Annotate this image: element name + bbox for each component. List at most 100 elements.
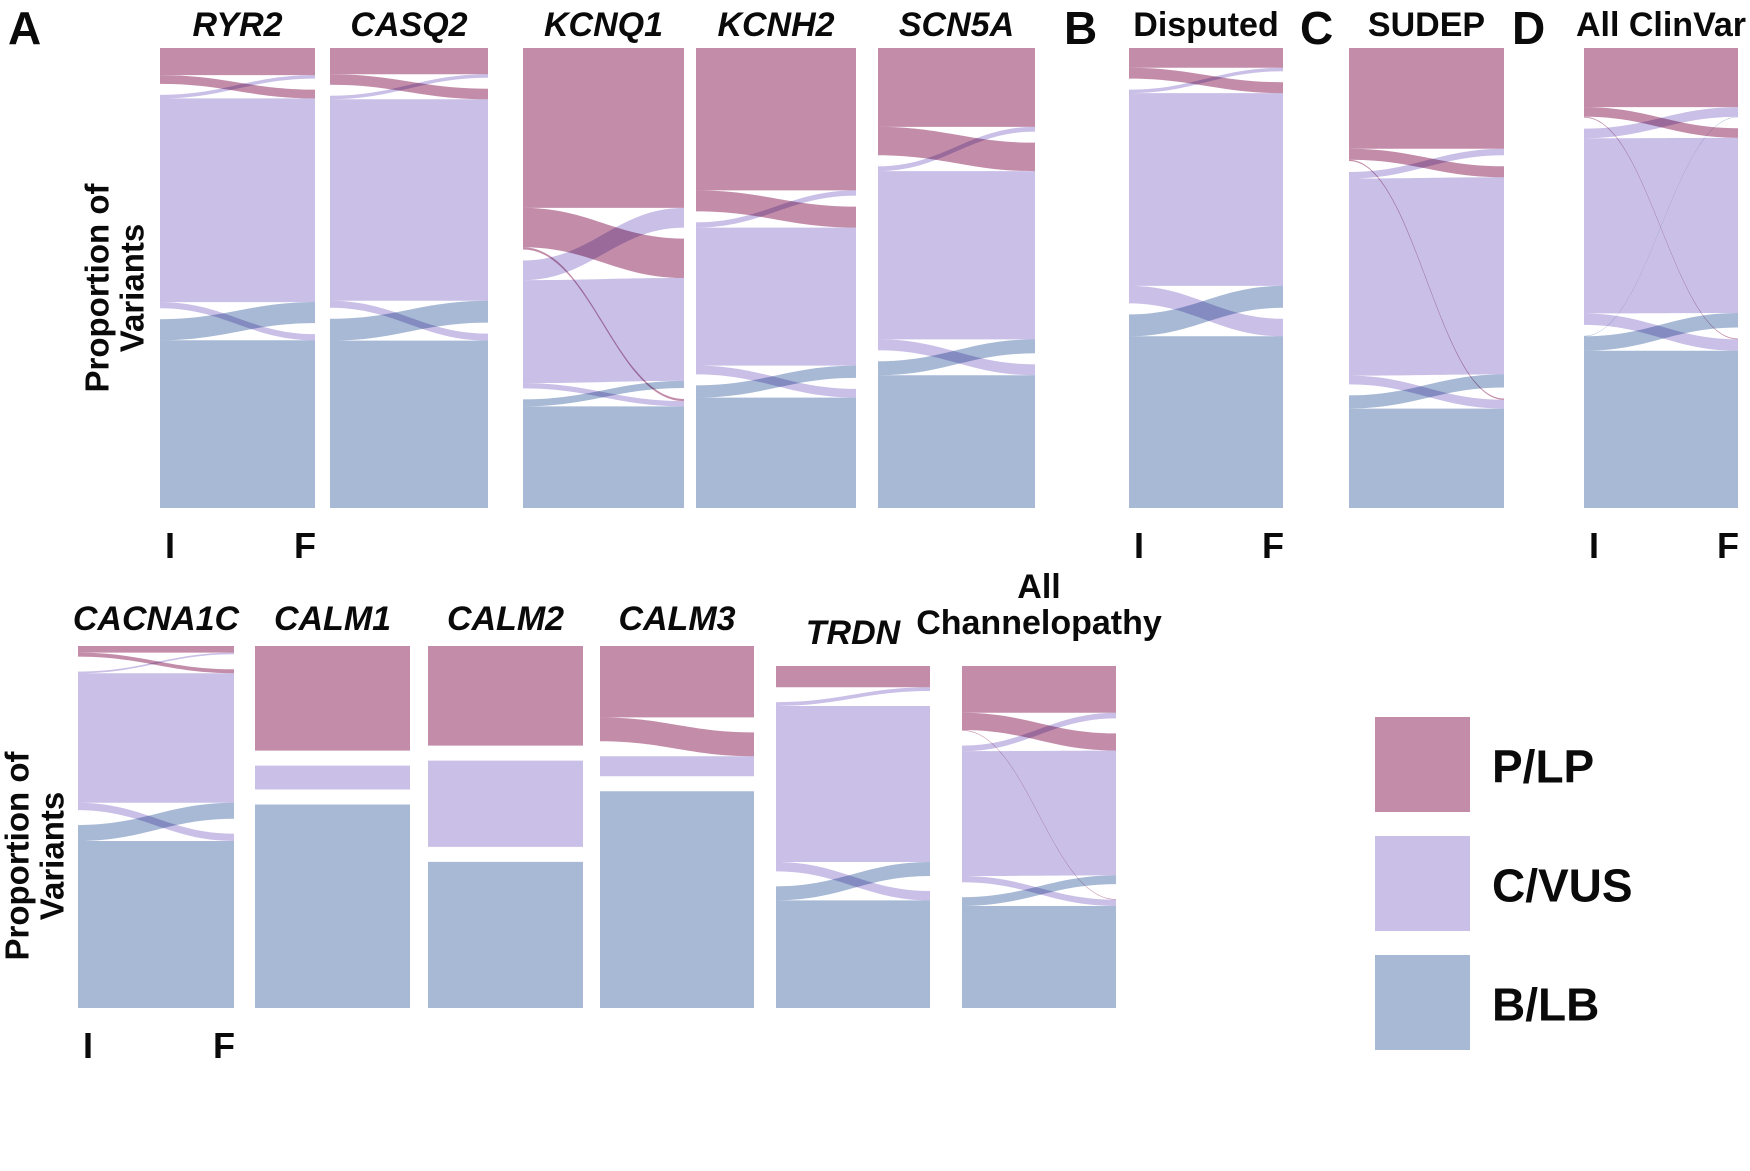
legend-swatch-P <box>1375 717 1470 812</box>
flow-C-to-P <box>160 75 315 99</box>
flow-B-to-B <box>600 791 754 1008</box>
panel-KCNQ1: KCNQ1 <box>523 6 684 508</box>
tick-label-initial: I <box>83 1025 93 1066</box>
flow-P-to-P <box>523 48 684 208</box>
tick-label-final: F <box>213 1025 235 1066</box>
panel-letter-C: C <box>1300 2 1333 54</box>
flow-C-to-P <box>523 207 684 281</box>
panel-title: KCNH2 <box>717 6 834 44</box>
flow-C-to-C <box>1349 177 1504 376</box>
panel-title: SCN5A <box>899 6 1014 44</box>
flow-B-to-B <box>255 804 410 1008</box>
flow-C-to-B <box>776 861 930 901</box>
flow-B-to-B <box>78 841 234 1008</box>
flow-C-to-C <box>428 760 583 847</box>
flow-P-to-B <box>523 247 684 402</box>
flow-C-to-P <box>962 712 1116 752</box>
flow-C-to-C <box>160 98 315 303</box>
legend-swatch-C <box>1375 836 1470 931</box>
panel-title: RYR2 <box>192 6 282 44</box>
flow-B-to-B <box>776 900 930 1008</box>
flow-P-to-P <box>962 666 1116 713</box>
flow-P-to-P <box>78 646 234 653</box>
flow-C-to-B <box>696 365 856 398</box>
flow-C-to-P <box>696 190 856 228</box>
tick-label-final: F <box>1717 525 1739 566</box>
flow-C-to-P <box>78 652 234 674</box>
flow-B-to-P <box>1584 116 1738 337</box>
flow-P-to-B <box>962 729 1116 900</box>
flow-C-to-P <box>776 687 930 706</box>
flow-B-to-B <box>160 340 315 508</box>
panel-title: CACNA1C <box>73 600 240 638</box>
panel-CALM3: CALM3 <box>600 600 754 1008</box>
panel-title: All ClinVar <box>1576 6 1746 44</box>
panel-title: SUDEP <box>1368 6 1485 44</box>
flow-C-to-P <box>330 74 488 100</box>
flow-P-to-B <box>1349 159 1504 400</box>
flow-C-to-B <box>78 802 234 842</box>
panel-title: CASQ2 <box>350 6 467 44</box>
panel-letter-A: A <box>8 2 41 54</box>
flow-B-to-B <box>1349 408 1504 508</box>
flow-C-to-B <box>523 383 684 407</box>
flow-C-to-P <box>1129 67 1283 94</box>
flow-C-to-C <box>878 171 1035 340</box>
flow-P-to-B <box>1584 116 1738 340</box>
panel-TRDN: TRDN <box>776 614 930 1008</box>
flow-B-to-B <box>1584 350 1738 508</box>
tick-label-initial: I <box>1589 525 1599 566</box>
y-axis-label-line: Proportion of <box>0 751 36 961</box>
legend: P/LP C/VUS B/LB <box>1375 717 1633 1050</box>
legend-label-B: B/LB <box>1492 979 1599 1031</box>
panel-CALM2: CALM2 <box>428 600 583 1008</box>
flow-P-to-C <box>600 717 754 757</box>
flow-B-to-B <box>428 861 583 1008</box>
y-axis-label-line: Variants <box>114 224 151 352</box>
panel-letter-D: D <box>1512 2 1545 54</box>
flow-C-to-C <box>696 227 856 366</box>
flow-P-to-P <box>878 48 1035 127</box>
flow-B-to-B <box>878 375 1035 508</box>
panel-title: CALM3 <box>618 600 735 638</box>
panel-SCN5A: SCN5A <box>878 6 1035 508</box>
flow-P-to-P <box>1349 48 1504 149</box>
flow-C-to-P <box>1349 148 1504 179</box>
flow-P-to-P <box>600 646 754 718</box>
flow-P-to-P <box>428 646 583 746</box>
panel-CALM1: CALM1 <box>255 600 410 1008</box>
flow-C-to-P <box>1584 107 1738 139</box>
flow-C-to-P <box>878 126 1035 172</box>
panel-title: Channelopathy <box>916 604 1162 642</box>
flow-B-to-B <box>523 406 684 508</box>
tick-label-final: F <box>294 525 316 566</box>
flow-B-to-B <box>962 905 1116 1008</box>
tick-label-initial: I <box>1134 525 1144 566</box>
y-axis-label-line: Variants <box>34 792 71 920</box>
panel-title: All <box>1017 568 1060 606</box>
flow-C-to-B <box>1584 313 1738 351</box>
flow-C-to-B <box>878 339 1035 376</box>
flow-C-to-C <box>600 756 754 777</box>
tick-label-final: F <box>1262 525 1284 566</box>
flow-P-to-P <box>330 48 488 75</box>
legend-label-C: C/VUS <box>1492 860 1633 912</box>
panel-title: KCNQ1 <box>544 6 663 44</box>
flow-C-to-C <box>523 278 684 384</box>
legend-label-P: P/LP <box>1492 741 1594 793</box>
flow-C-to-C <box>1129 93 1283 286</box>
flow-P-to-P <box>160 48 315 76</box>
flow-P-to-P <box>776 666 930 688</box>
y-axis-label-line: Proportion of <box>79 183 116 393</box>
flow-B-to-B <box>696 397 856 508</box>
panel-title: CALM2 <box>447 600 564 638</box>
flow-C-to-C <box>78 673 234 803</box>
flow-C-to-C <box>330 99 488 301</box>
legend-swatch-B <box>1375 955 1470 1050</box>
